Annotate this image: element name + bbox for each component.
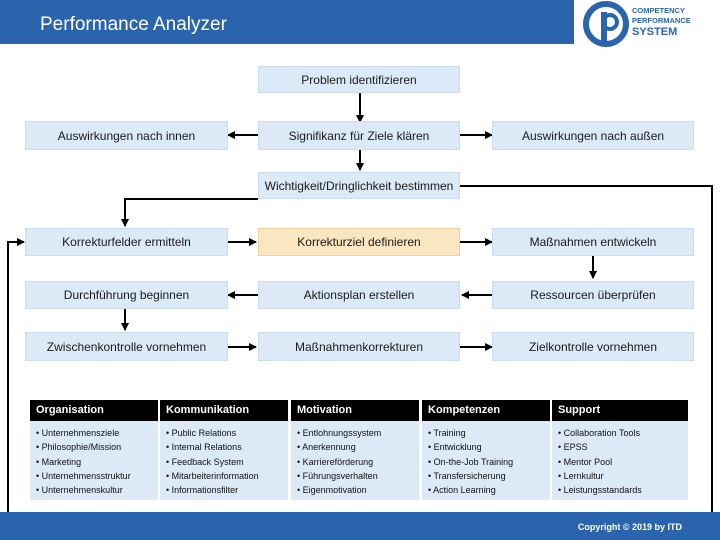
category-title: Motivation (291, 400, 419, 421)
category-list: • Public Relations • Internal Relations … (160, 421, 288, 500)
category-title: Kompetenzen (422, 400, 550, 421)
list-item: • Mitarbeiterinformation (166, 470, 259, 481)
list-item: • On-the-Job Training (428, 456, 514, 467)
page-title: Performance Analyzer (40, 14, 227, 35)
box-correction-fields: Korrekturfelder ermitteln (25, 228, 228, 256)
list-item: • Unternehmenskultur (36, 485, 123, 496)
category-list: • Unternehmensziele • Philosophie/Missio… (30, 421, 158, 500)
category-list: • Collaboration Tools • EPSS • Mentor Po… (552, 421, 688, 500)
box-measure-corrections: Maßnahmenkorrekturen (258, 332, 460, 361)
list-item: • Unternehmensziele (36, 428, 120, 438)
category-kompetenzen: Kompetenzen • Training • Entwicklung • O… (422, 400, 550, 500)
box-action-plan: Aktionsplan erstellen (258, 281, 460, 309)
category-support: Support • Collaboration Tools • EPSS • M… (552, 400, 688, 500)
box-correction-goal: Korrekturziel definieren (258, 228, 460, 256)
box-interim-check: Zwischenkontrolle vornehmen (25, 332, 228, 361)
box-impact-outside: Auswirkungen nach außen (492, 121, 694, 150)
header-bar: Performance Analyzer (0, 0, 574, 44)
category-list: • Training • Entwicklung • On-the-Job Tr… (422, 421, 550, 500)
copyright-text: Copyright © 2019 by ITD (577, 522, 682, 532)
list-item: • Internal Relations (166, 442, 242, 453)
logo-line-1: COMPETENCY (632, 6, 685, 15)
logo-line-3: SYSTEM (632, 26, 677, 38)
list-item: • Mentor Pool (558, 456, 613, 467)
logo-line-2: PERFORMANCE (632, 16, 691, 25)
list-item: • Feedback System (166, 456, 244, 467)
list-item: • Philosophie/Mission (36, 442, 122, 453)
list-item: • Unternehmensstruktur (36, 470, 131, 481)
list-item: • Collaboration Tools (558, 428, 641, 438)
list-item: • Karriereförderung (297, 456, 374, 467)
category-kommunikation: Kommunikation • Public Relations • Inter… (160, 400, 288, 500)
logo-stem (601, 12, 607, 46)
list-item: • Anerkennung (297, 442, 356, 453)
list-item: • Leistungsstandards (558, 485, 642, 496)
category-organisation: Organisation • Unternehmensziele • Philo… (30, 400, 158, 500)
category-list: • Entlohnungssystem • Anerkennung • Karr… (291, 421, 419, 500)
box-problem: Problem identifizieren (258, 66, 460, 93)
category-table: Organisation • Unternehmensziele • Philo… (30, 400, 688, 500)
category-title: Kommunikation (160, 400, 288, 421)
list-item: • Lernkultur (558, 470, 604, 481)
box-urgency: Wichtigkeit/Dringlichkeit bestimmen (258, 172, 460, 199)
list-item: • Entlohnungssystem (297, 428, 382, 438)
box-start: Durchführung beginnen (25, 281, 228, 309)
category-title: Organisation (30, 400, 158, 421)
list-item: • Transfersicherung (428, 470, 506, 481)
list-item: • EPSS (558, 442, 588, 453)
list-item: • Public Relations (166, 428, 237, 438)
arrow-urgency-to-correction-fields (121, 198, 258, 227)
box-goal-check: Zielkontrolle vornehmen (492, 332, 694, 361)
list-item: • Action Learning (428, 485, 496, 496)
company-logo: COMPETENCY PERFORMANCE SYSTEM (583, 1, 691, 47)
list-item: • Entwicklung (428, 442, 482, 453)
footer-bar: Copyright © 2019 by ITD (0, 512, 720, 540)
list-item: • Training (428, 428, 466, 438)
category-motivation: Motivation • Entlohnungssystem • Anerken… (291, 400, 419, 500)
box-impact-inside: Auswirkungen nach innen (25, 121, 228, 150)
list-item: • Eigenmotivation (297, 485, 367, 496)
box-significance: Signifikanz für Ziele klären (258, 121, 460, 150)
header: Performance Analyzer COMPETENCY PERFORMA… (0, 0, 720, 52)
logo-bowl (601, 13, 619, 31)
box-resources: Ressourcen überprüfen (492, 281, 694, 309)
list-item: • Marketing (36, 456, 82, 467)
category-title: Support (552, 400, 688, 421)
list-item: • Führungsverhalten (297, 470, 378, 481)
box-measures: Maßnahmen entwickeln (492, 228, 694, 256)
list-item: • Informationsfilter (166, 485, 239, 496)
